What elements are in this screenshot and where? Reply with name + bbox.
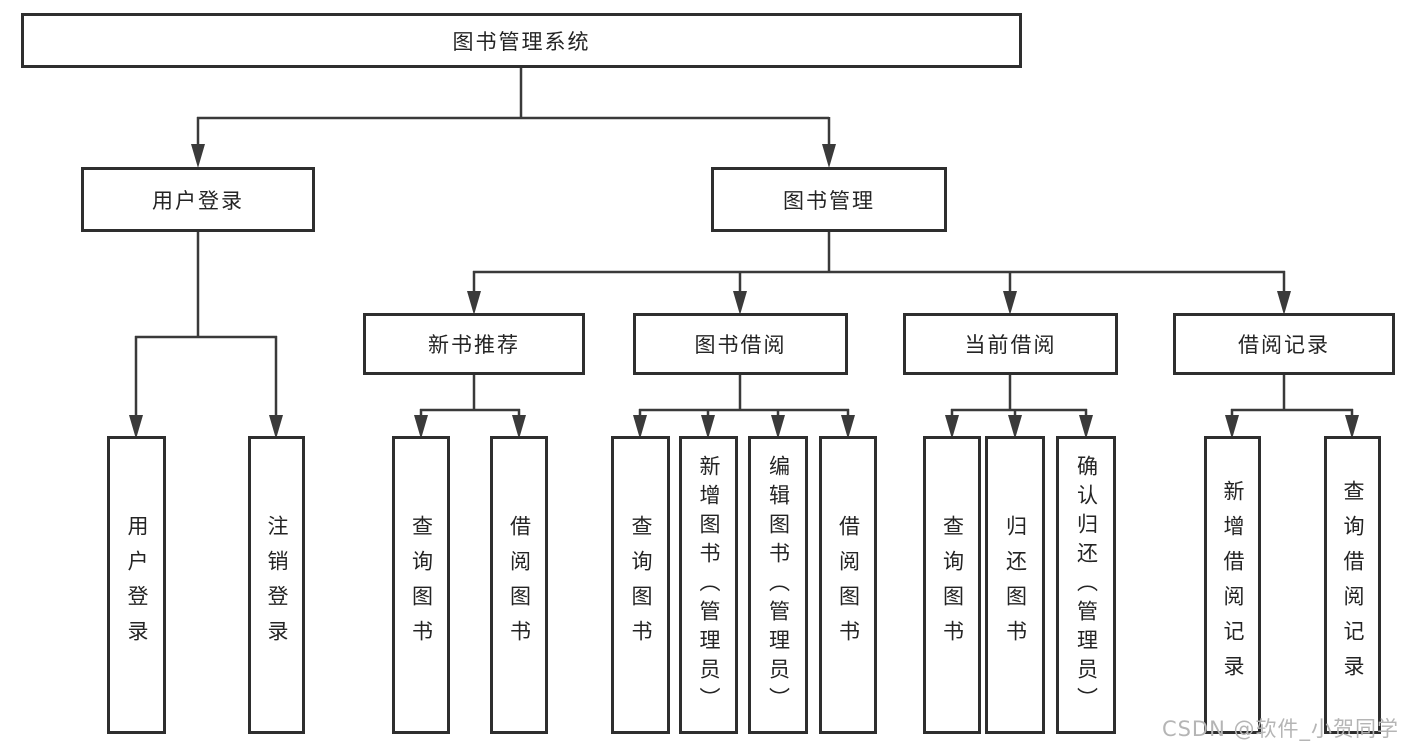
leaf-user-login: 用户登录 xyxy=(107,436,166,734)
node-label: 新书推荐 xyxy=(428,333,520,357)
leaf-query-books-borrowing: 查询图书 xyxy=(611,436,670,734)
leaf-add-book-admin: 新增图书（管理员） xyxy=(679,436,738,734)
csdn-watermark: CSDN @软件_小贺同学 xyxy=(1161,717,1399,741)
node-label: 归还图书 xyxy=(1003,515,1028,655)
node-book-borrowing: 图书借阅 xyxy=(633,313,848,375)
node-label: 查询图书 xyxy=(409,515,434,655)
node-current-borrowing: 当前借阅 xyxy=(903,313,1118,375)
node-user-login: 用户登录 xyxy=(81,167,315,232)
leaf-query-borrow-record: 查询借阅记录 xyxy=(1324,436,1381,734)
node-label: 查询图书 xyxy=(940,515,965,655)
leaf-logout: 注销登录 xyxy=(248,436,305,734)
node-label: 新增图书（管理员） xyxy=(697,454,721,716)
leaf-borrow-books-borrowing: 借阅图书 xyxy=(819,436,877,734)
node-label: 编辑图书（管理员） xyxy=(766,454,791,716)
leaf-add-borrow-record: 新增借阅记录 xyxy=(1204,436,1261,734)
node-label: 借阅图书 xyxy=(507,515,532,655)
node-label: 图书借阅 xyxy=(694,333,787,357)
node-label: 用户登录 xyxy=(125,515,149,655)
node-borrowing-records: 借阅记录 xyxy=(1173,313,1395,375)
node-label: 查询借阅记录 xyxy=(1341,480,1365,690)
node-label: 新增借阅记录 xyxy=(1221,480,1245,690)
node-book-management: 图书管理 xyxy=(711,167,947,232)
leaf-confirm-return-admin: 确认归还（管理员） xyxy=(1056,436,1116,734)
leaf-query-books-recommendation: 查询图书 xyxy=(392,436,450,734)
leaf-return-book: 归还图书 xyxy=(985,436,1045,734)
node-library-management-system: 图书管理系统 xyxy=(21,13,1022,68)
node-label: 图书管理系统 xyxy=(452,29,591,54)
leaf-borrow-books-recommendation: 借阅图书 xyxy=(490,436,548,734)
node-label: 用户登录 xyxy=(152,188,244,213)
node-label: 确认归还（管理员） xyxy=(1074,454,1099,716)
leaf-query-books-current: 查询图书 xyxy=(923,436,981,734)
leaf-edit-book-admin: 编辑图书（管理员） xyxy=(748,436,808,734)
node-label: 借阅图书 xyxy=(836,515,861,655)
node-label: 注销登录 xyxy=(265,515,289,655)
node-label: 借阅记录 xyxy=(1238,333,1330,357)
node-label: 图书管理 xyxy=(783,188,875,213)
node-label: 当前借阅 xyxy=(964,333,1057,357)
node-new-book-recommendation: 新书推荐 xyxy=(363,313,585,375)
node-label: 查询图书 xyxy=(629,515,653,655)
